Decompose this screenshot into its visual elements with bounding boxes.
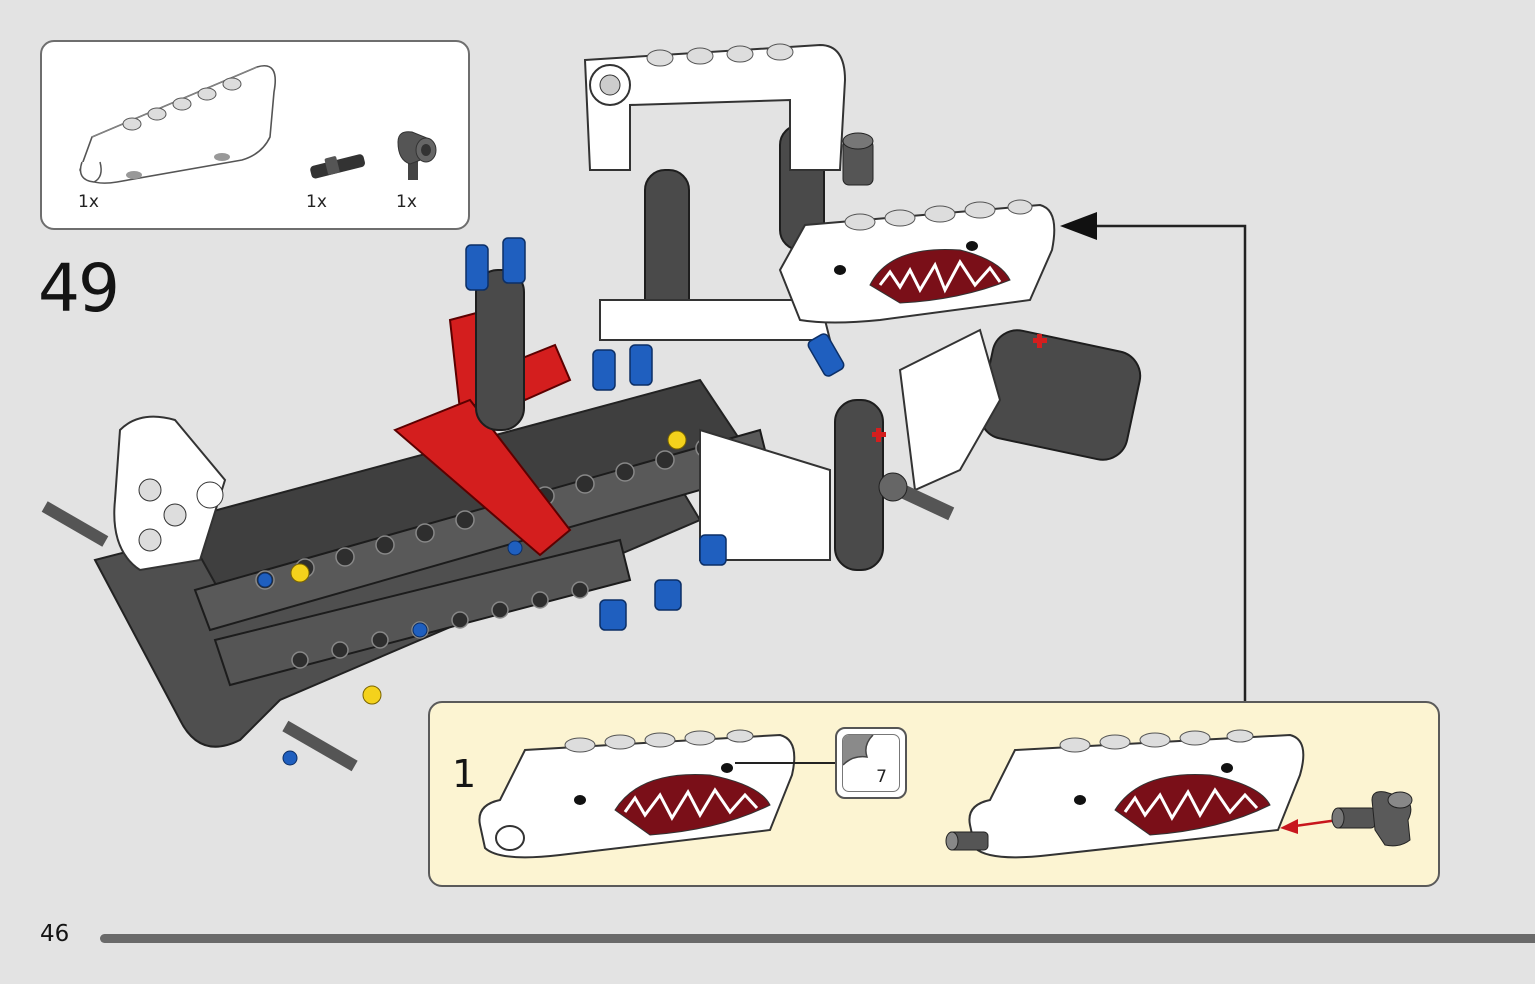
parts-list-illustration [79, 65, 437, 184]
white-top-frame [583, 43, 1002, 561]
sticker-reference: 7 [835, 727, 907, 799]
blue-pins [465, 237, 845, 631]
part-quantity: 1x [306, 192, 327, 212]
page-progress-bar [100, 934, 1535, 943]
substep-box [428, 701, 1440, 887]
top-dark-connector [842, 132, 874, 186]
right-axle [878, 472, 955, 521]
step-number: 49 [38, 250, 120, 327]
sticker-sheet-icon: 7 [842, 734, 900, 792]
black-axle-pin-icon [310, 154, 366, 179]
dark-gray-pin-connector-icon [397, 131, 437, 180]
part-quantity: 1x [396, 192, 417, 212]
front-white-block [113, 415, 227, 572]
part-quantity: 1x [78, 192, 99, 212]
red-lift-arms [393, 310, 572, 557]
parts-list-box: 1x 1x 1x [40, 40, 470, 230]
sticker-number: 7 [876, 767, 887, 787]
substep-number: 1 [452, 752, 477, 796]
left-axle [41, 501, 358, 772]
white-panel-piece-icon [79, 65, 276, 184]
page-number: 46 [40, 921, 70, 947]
vertical-beams [475, 124, 1142, 571]
shark-panel-main [778, 199, 1056, 324]
